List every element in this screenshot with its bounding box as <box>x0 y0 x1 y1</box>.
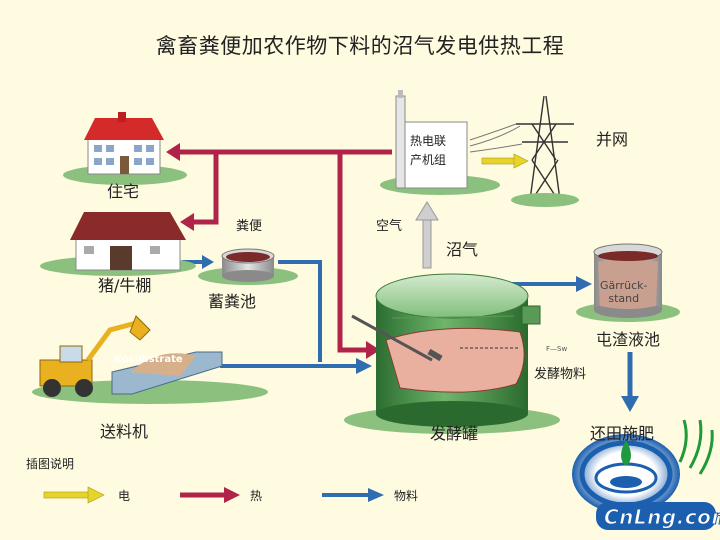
cnlng-logo <box>572 419 716 530</box>
label-residue-sign: Gärrück- stand <box>600 279 648 305</box>
label-kosubstrate: Kosubstrate <box>114 354 183 365</box>
label-fertilizer: 还田施肥 <box>590 424 655 443</box>
label-digester-small: F—Sw <box>546 345 568 353</box>
label-grid: 并网 <box>596 130 629 149</box>
tower-ground <box>511 193 579 207</box>
legend-material-arrow <box>322 488 384 502</box>
label-fermentation-material: 发酵物料 <box>534 367 587 382</box>
electric-arrow <box>481 153 529 169</box>
digester-tank-illustration <box>344 273 560 434</box>
logo-text: CnLng.com <box>604 505 720 530</box>
label-biogas: 沼气 <box>446 240 479 259</box>
label-loader: 送料机 <box>100 422 149 441</box>
legend-electric-arrow <box>43 486 105 504</box>
residue-pool-illustration <box>576 243 680 322</box>
label-residue-pool: 屯渣液池 <box>596 330 661 349</box>
barn-illustration <box>40 212 196 276</box>
loader-illustration <box>32 315 268 404</box>
air-arrow <box>415 201 439 269</box>
heat-flow-lines <box>166 143 392 359</box>
chp-unit-illustration <box>380 90 500 195</box>
label-air: 空气 <box>376 219 403 234</box>
label-manure: 粪便 <box>236 219 263 234</box>
manure-pool-illustration <box>198 248 298 285</box>
legend-label-electric: 电 <box>118 489 131 503</box>
label-digester: 发酵罐 <box>430 424 479 443</box>
page-title: 禽畜粪便加农作物下料的沼气发电供热工程 <box>155 34 565 58</box>
legend-label-heat: 热 <box>250 489 263 503</box>
label-house: 住宅 <box>107 182 140 201</box>
legend-heat-arrow <box>180 487 240 503</box>
label-storage-pool: 蓄粪池 <box>208 292 257 311</box>
label-chp: 热电联 产机组 <box>410 134 447 167</box>
label-barn: 猪/牛棚 <box>98 276 152 295</box>
house-illustration <box>63 112 187 185</box>
legend-label-material: 物料 <box>394 489 419 503</box>
legend-title: 插图说明 <box>26 457 75 471</box>
